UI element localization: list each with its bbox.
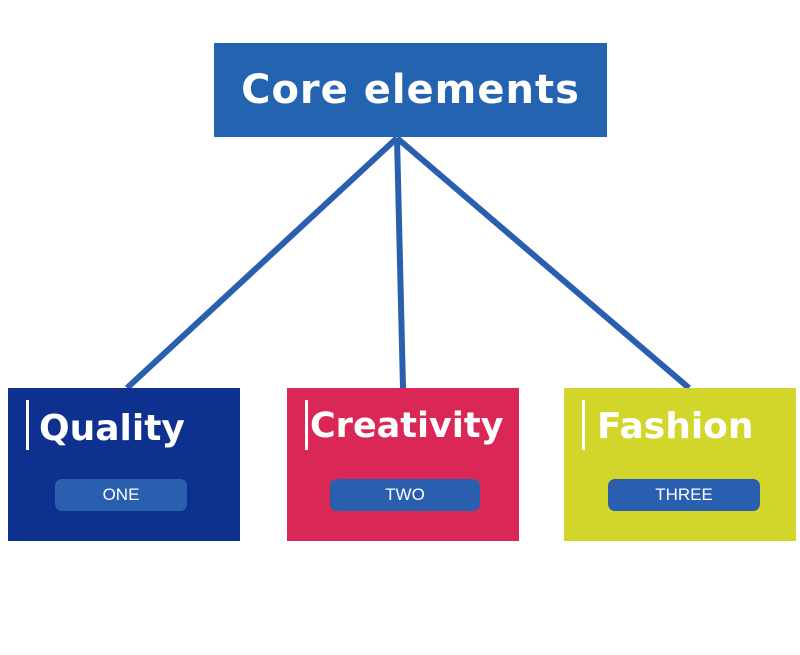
child-node-quality: Quality ONE [8, 388, 240, 541]
child-tag: TWO [330, 479, 480, 511]
child-title: Fashion [597, 406, 754, 447]
connector-fashion [395, 135, 691, 391]
child-node-creativity: Creativity TWO [287, 388, 519, 541]
root-node: Core elements [214, 43, 607, 137]
title-accent-bar [26, 400, 29, 450]
connector-quality [124, 135, 400, 391]
child-tag: ONE [55, 479, 187, 511]
title-accent-bar [305, 400, 308, 450]
child-title: Creativity [310, 406, 504, 446]
connector-creativity [394, 137, 406, 389]
title-accent-bar [582, 400, 585, 450]
child-title: Quality [39, 408, 185, 449]
root-title: Core elements [241, 67, 580, 113]
child-tag: THREE [608, 479, 760, 511]
child-node-fashion: Fashion THREE [564, 388, 796, 541]
